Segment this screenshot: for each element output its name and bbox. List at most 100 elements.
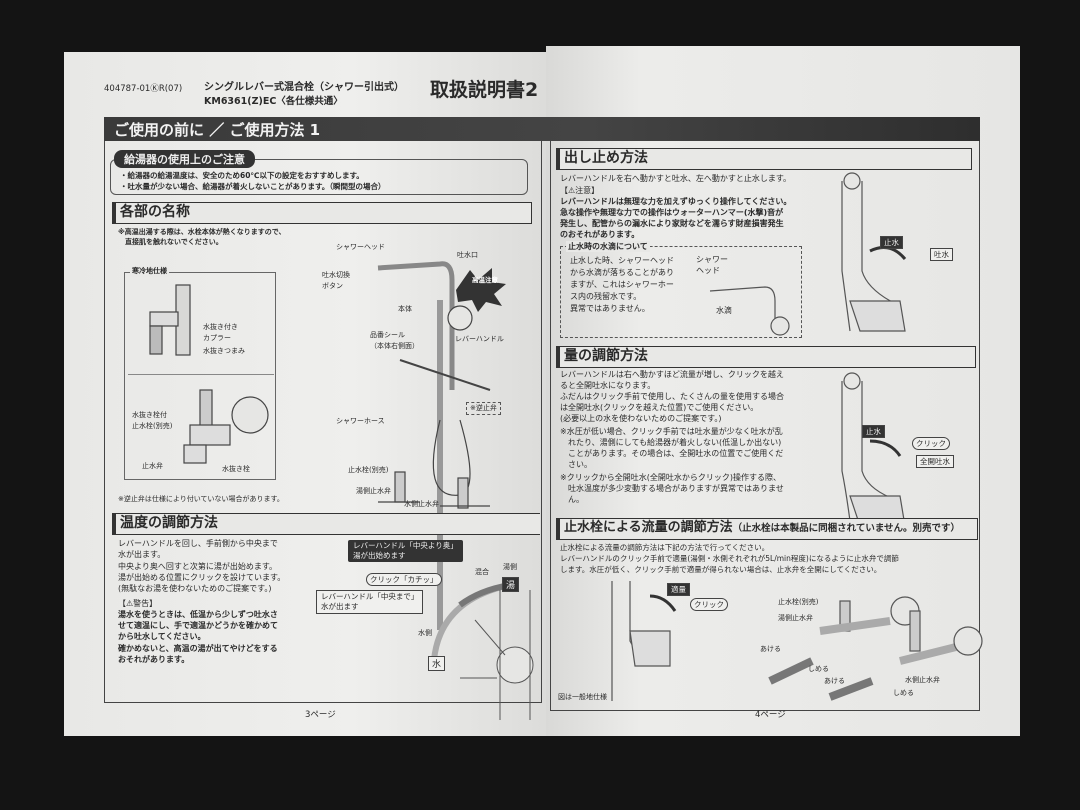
- label-stopcock-drain: 水抜き栓付 止水栓(別売): [132, 411, 173, 430]
- flow-badge: 吐水: [930, 248, 953, 261]
- cold-region-box: [124, 272, 276, 480]
- label-spout: 吐水口: [457, 251, 478, 259]
- label-hot-valve: 湯側止水弁: [356, 487, 391, 495]
- caution-text: のおそれがあります。: [560, 230, 640, 239]
- hot-caution-badge: 高温注意: [472, 276, 498, 284]
- onoff-heading: 出し止め方法: [556, 148, 972, 170]
- hot-badge: 湯: [502, 577, 520, 592]
- divider: [128, 374, 274, 375]
- volume-text: は全開吐水(クリックを越えた位置)でご使用ください。: [560, 403, 759, 412]
- proper-amount-badge: 適量: [667, 583, 690, 596]
- stop-badge: 止水: [862, 425, 885, 438]
- hot-side-label: 湯側: [503, 563, 517, 571]
- warning-text: から吐水してください。: [118, 632, 206, 641]
- volume-text: レバーハンドルは右へ動かすほど流量が増し、クリックを越え: [560, 370, 784, 379]
- temp-text: 中央より奥へ回すと次第に湯が出始めます。: [118, 562, 278, 571]
- label-hot-valve: 湯側止水弁: [778, 614, 813, 622]
- callout-text: レバーハンドル「中央より奥」: [353, 541, 458, 550]
- label-cold-valve: 水側止水弁: [905, 676, 940, 684]
- cold-region-label: 寒冷地仕様: [130, 266, 169, 277]
- volume-text: ると全開吐水になります。: [560, 381, 656, 390]
- stop-badge: 止水: [880, 236, 903, 249]
- drip-text: から水滴が落ちることがあり: [570, 268, 674, 277]
- cold-side-label: 水側: [418, 629, 432, 637]
- valve-text: 止水栓による流量の調節方法は下記の方法で行ってください。: [560, 543, 770, 552]
- page-number: 4ページ: [755, 710, 786, 720]
- warning-text: おそれがあります。: [118, 655, 190, 664]
- label-coupler: 水抜き付き カプラー: [203, 323, 238, 342]
- drip-text: 止水した時、シャワーヘッド: [570, 256, 674, 265]
- label-knob: 水抜きつまみ: [203, 347, 245, 355]
- temp-text: 湯が出始める位置にクリックを設けています。: [118, 573, 286, 582]
- model-number: KM6361(Z)EC〈各仕様共通〉: [204, 96, 343, 107]
- valve-title-note: （止水栓は本製品に同梱されていません。別売です）: [732, 523, 961, 534]
- valve-title: 止水栓による流量の調節方法: [564, 520, 733, 535]
- callout-hot: レバーハンドル「中央より奥」湯が出始めます: [348, 540, 463, 562]
- volume-heading: 量の調節方法: [556, 346, 976, 368]
- temp-heading: 温度の調節方法: [112, 513, 540, 535]
- temp-diagram: [431, 582, 534, 720]
- label-check-valve: ※逆止弁: [466, 402, 501, 415]
- warning-text: 湯水を使うときは、低温から少しずつ吐水さ: [118, 610, 278, 619]
- label-lever: レバーハンドル: [455, 335, 504, 343]
- label-cold-valve: 水側止水弁: [404, 500, 439, 508]
- warning-title: 【⚠警告】: [118, 599, 158, 608]
- label-shower-head: シャワーヘッド: [336, 243, 385, 251]
- label-body: 本体: [398, 305, 412, 313]
- heater-notice-box: [110, 159, 528, 195]
- cold-badge: 水: [428, 656, 446, 671]
- caution-text: 急な操作や無理な力での操作はウォーターハンマー(水撃)音が: [560, 208, 784, 217]
- warning-text: 確かめないと、高温の湯が出てやけどをする: [118, 644, 278, 653]
- temp-text: (無駄なお湯を使わないためのご提案です。): [118, 584, 272, 593]
- click-label: クリック「カチッ」: [366, 573, 442, 586]
- doc-title: 取扱説明書2: [430, 79, 539, 101]
- warning-text: せて適温にし、手で適温かどうかを確かめて: [118, 621, 278, 630]
- click-badge: クリック: [690, 598, 728, 611]
- label-stopcock: 止水栓(別売): [778, 598, 819, 606]
- label-seal: 品番シール （本体右側面）: [370, 331, 419, 350]
- right-frame: [550, 141, 980, 711]
- onoff-text: レバーハンドルを右へ動かすと吐水、左へ動かすと止水します。: [560, 174, 792, 183]
- section-band: ご使用の前に ／ ご使用方法 1: [104, 117, 980, 141]
- callout-text: 水が出ます: [321, 602, 359, 611]
- drip-text: ますが、これはシャワーホー: [570, 280, 674, 289]
- label-valve: 止水弁: [142, 462, 163, 470]
- valve-text: します。水圧が低く、クリック手前で適量が得られない場合は、止水弁を全開にしてくだ…: [560, 565, 882, 574]
- drip-text: 異常ではありません。: [570, 304, 650, 313]
- figure-note: 図は一般地仕様: [558, 693, 607, 701]
- label-drain: 水抜き栓: [222, 465, 250, 473]
- volume-text: れたり、湯側にしても給湯器が着火しない(低温しか出ない): [560, 438, 782, 447]
- label-stopcock: 止水栓(別売): [348, 466, 389, 474]
- volume-text: ※クリックから全開吐水(全開吐水からクリック)操作する際、: [560, 473, 781, 482]
- volume-text: ふだんはクリック手前で使用し、たくさんの量を使用する場合: [560, 392, 784, 401]
- parts-note: ※高温出湯する際は、水栓本体が熱くなりますので、: [118, 228, 286, 236]
- label-hose: シャワーホース: [336, 417, 385, 425]
- drip-title: 止水時の水滴について: [566, 241, 650, 252]
- callout-cold: レバーハンドル「中央まで」水が出ます: [316, 590, 424, 614]
- callout-text: 湯が出始めます: [353, 551, 406, 560]
- doc-code: 404787-01ⓀR(07): [104, 84, 183, 94]
- left-frame: [104, 141, 542, 703]
- valve-heading: 止水栓による流量の調節方法（止水栓は本製品に同梱されていません。別売です）: [556, 518, 978, 540]
- label-open: あける: [824, 677, 845, 685]
- volume-text: ことがあります。その場合は、全開吐水の位置でご使用くだ: [560, 449, 784, 458]
- page-number: 3ページ: [305, 710, 336, 720]
- parts-heading: 各部の名称: [112, 202, 532, 224]
- volume-text: (必要以上の水を使わないためのご提案です。): [560, 414, 722, 423]
- volume-text: ※水圧が低い場合、クリック手前では吐水量が少なく吐水が乱: [560, 427, 783, 436]
- label-close: しめる: [808, 665, 829, 673]
- label-open: あける: [760, 645, 781, 653]
- caution-text: 発生し、配管からの漏水により家財などを濡らす財産損害発生: [560, 219, 784, 228]
- temp-text: 水が出ます。: [118, 550, 166, 559]
- full-flow-badge: 全開吐水: [916, 455, 954, 468]
- heater-line: ・吐水量が少ない場合、給湯器が着火しないことがあります。（瞬間型の場合）: [120, 182, 386, 191]
- heater-notice-title: 給湯器の使用上のご注意: [114, 150, 255, 168]
- volume-text: さい。: [560, 460, 592, 469]
- caution-title: 【⚠注意】: [560, 186, 600, 195]
- valve-text: レバーハンドルのクリック手前で適量(湯側・水側それぞれが5L/min程度)になる…: [560, 554, 899, 563]
- parts-note: 直接肌を触れないでください。: [118, 238, 223, 246]
- parts-footnote: ※逆止弁は仕様により付いていない場合があります。: [118, 495, 284, 503]
- band-title: ご使用の前に ／ ご使用方法 1: [114, 121, 321, 139]
- drip-note-box: [560, 246, 802, 338]
- label-switch-button: 吐水切換 ボタン: [322, 271, 350, 290]
